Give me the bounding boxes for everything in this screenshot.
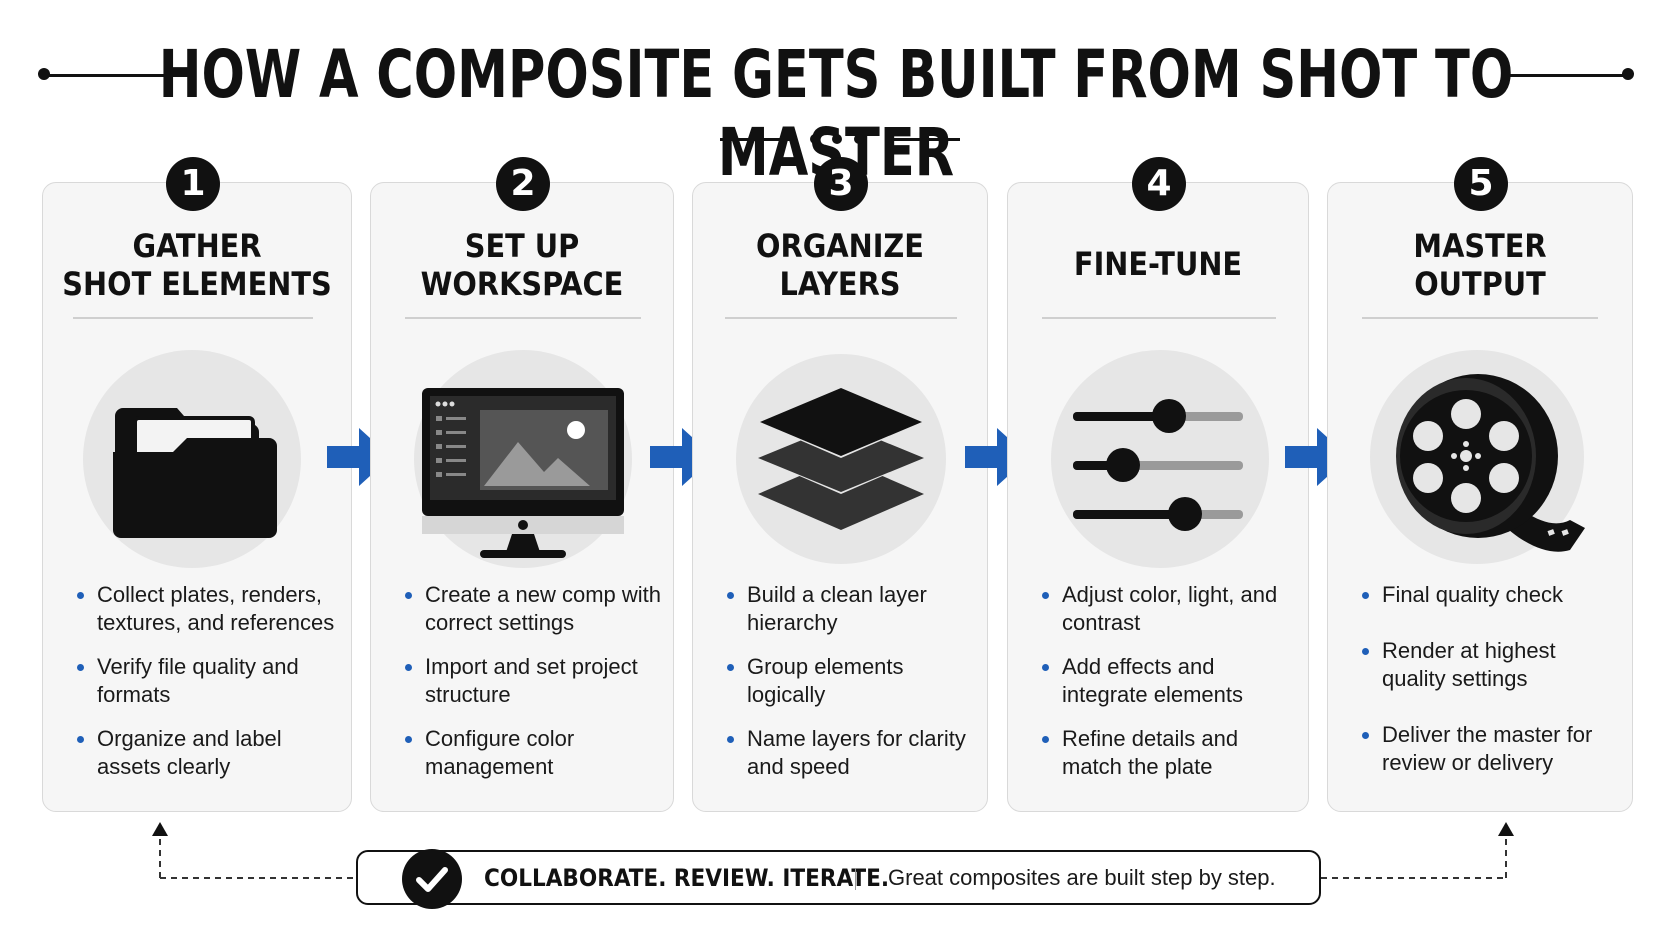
icon-background: [83, 350, 301, 568]
sliders-icon: [1073, 399, 1243, 531]
bullet-item: Import and set project structure: [405, 653, 663, 709]
bullet-item: Add effects and integrate elements: [1042, 653, 1298, 709]
title-dot-right: [1622, 68, 1634, 80]
step-divider: [73, 317, 313, 319]
step-card-4: 4 FINE-TUNE Adjust color, light, and con…: [1007, 157, 1309, 812]
page-title: HOW A COMPOSITE GETS BUILT FROM SHOT TO …: [158, 36, 1514, 191]
bullet-item: Configure color management: [405, 725, 663, 781]
step-bullets: Build a clean layer hierarchy Group elem…: [727, 581, 977, 797]
step-number-badge: 5: [1454, 157, 1508, 211]
icon-background: [736, 354, 946, 564]
folder-icon: [113, 408, 277, 538]
bullet-item: Name layers for clarity and speed: [727, 725, 977, 781]
footer-banner: COLLABORATE. REVIEW. ITERATE. Great comp…: [356, 849, 1321, 909]
step-divider: [1042, 317, 1276, 319]
step-title: FINE-TUNE: [1073, 245, 1243, 283]
step-bullets: Adjust color, light, and contrast Add ef…: [1042, 581, 1298, 797]
title-rule-right: [1504, 74, 1630, 77]
icon-background: [414, 350, 632, 568]
step-bullets: Final quality check Render at highest qu…: [1362, 581, 1622, 793]
step-bullets: Create a new comp with correct settings …: [405, 581, 663, 797]
step-number-badge: 3: [814, 157, 868, 211]
bullet-item: Final quality check: [1362, 581, 1622, 609]
monitor-icon: [422, 388, 624, 558]
title-rule-left: [44, 74, 194, 77]
icon-background: [1051, 350, 1269, 568]
footer-headline: COLLABORATE. REVIEW. ITERATE.: [484, 864, 890, 892]
bullet-item: Collect plates, renders, textures, and r…: [77, 581, 341, 637]
step-bullets: Collect plates, renders, textures, and r…: [77, 581, 341, 797]
feedback-loop-connector: [152, 822, 1514, 879]
film-reel-icon: [1396, 374, 1585, 552]
bullet-item: Render at highest quality settings: [1362, 637, 1622, 693]
footer-note: Great composites are built step by step.: [888, 865, 1276, 890]
icon-background: [1370, 350, 1585, 564]
step-divider: [725, 317, 957, 319]
bullet-item: Group elements logically: [727, 653, 977, 709]
bullet-item: Deliver the master for review or deliver…: [1362, 721, 1622, 777]
checkmark-icon: [402, 849, 462, 909]
footer-separator: [855, 868, 856, 890]
bullet-item: Adjust color, light, and contrast: [1042, 581, 1298, 637]
bullet-item: Build a clean layer hierarchy: [727, 581, 977, 637]
bullet-item: Create a new comp with correct settings: [405, 581, 663, 637]
bullet-item: Verify file quality and formats: [77, 653, 341, 709]
title-ornament: [0, 132, 1672, 148]
step-number-badge: 1: [166, 157, 220, 211]
step-divider: [1362, 317, 1598, 319]
step-number-badge: 4: [1132, 157, 1186, 211]
step-number-badge: 2: [496, 157, 550, 211]
bullet-item: Refine details and match the plate: [1042, 725, 1298, 781]
title-row: HOW A COMPOSITE GETS BUILT FROM SHOT TO …: [0, 30, 1672, 191]
step-divider: [405, 317, 641, 319]
layers-icon: [758, 386, 924, 530]
bullet-item: Organize and label assets clearly: [77, 725, 341, 781]
